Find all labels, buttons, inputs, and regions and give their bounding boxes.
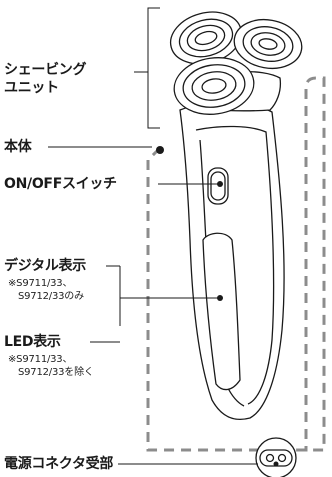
- body-label: 本体: [4, 139, 32, 155]
- on-off-switch-label: ON/OFFスイッチ: [4, 176, 117, 192]
- led-display-note-line2: S9712/33を除く: [18, 367, 94, 378]
- power-connector-label: 電源コネクタ受部: [4, 456, 114, 472]
- shaver-body: [179, 70, 285, 421]
- led-display-label: LED表示: [4, 334, 61, 350]
- digital-display-label: デジタル表示: [4, 258, 86, 274]
- digital-display-note-line1: ※S9711/33、: [8, 278, 73, 289]
- leader-lines: [48, 146, 258, 465]
- shaving-heads: [169, 11, 303, 115]
- shaving-unit-bracket: [134, 7, 160, 129]
- power-connector-icon: [255, 437, 297, 477]
- shaving-unit-label-line1: シェービング: [4, 62, 87, 78]
- digital-display-note-line2: S9712/33のみ: [18, 291, 84, 302]
- shaving-unit-label-line2: ユニット: [4, 80, 59, 96]
- led-display-note-line1: ※S9711/33、: [8, 354, 73, 365]
